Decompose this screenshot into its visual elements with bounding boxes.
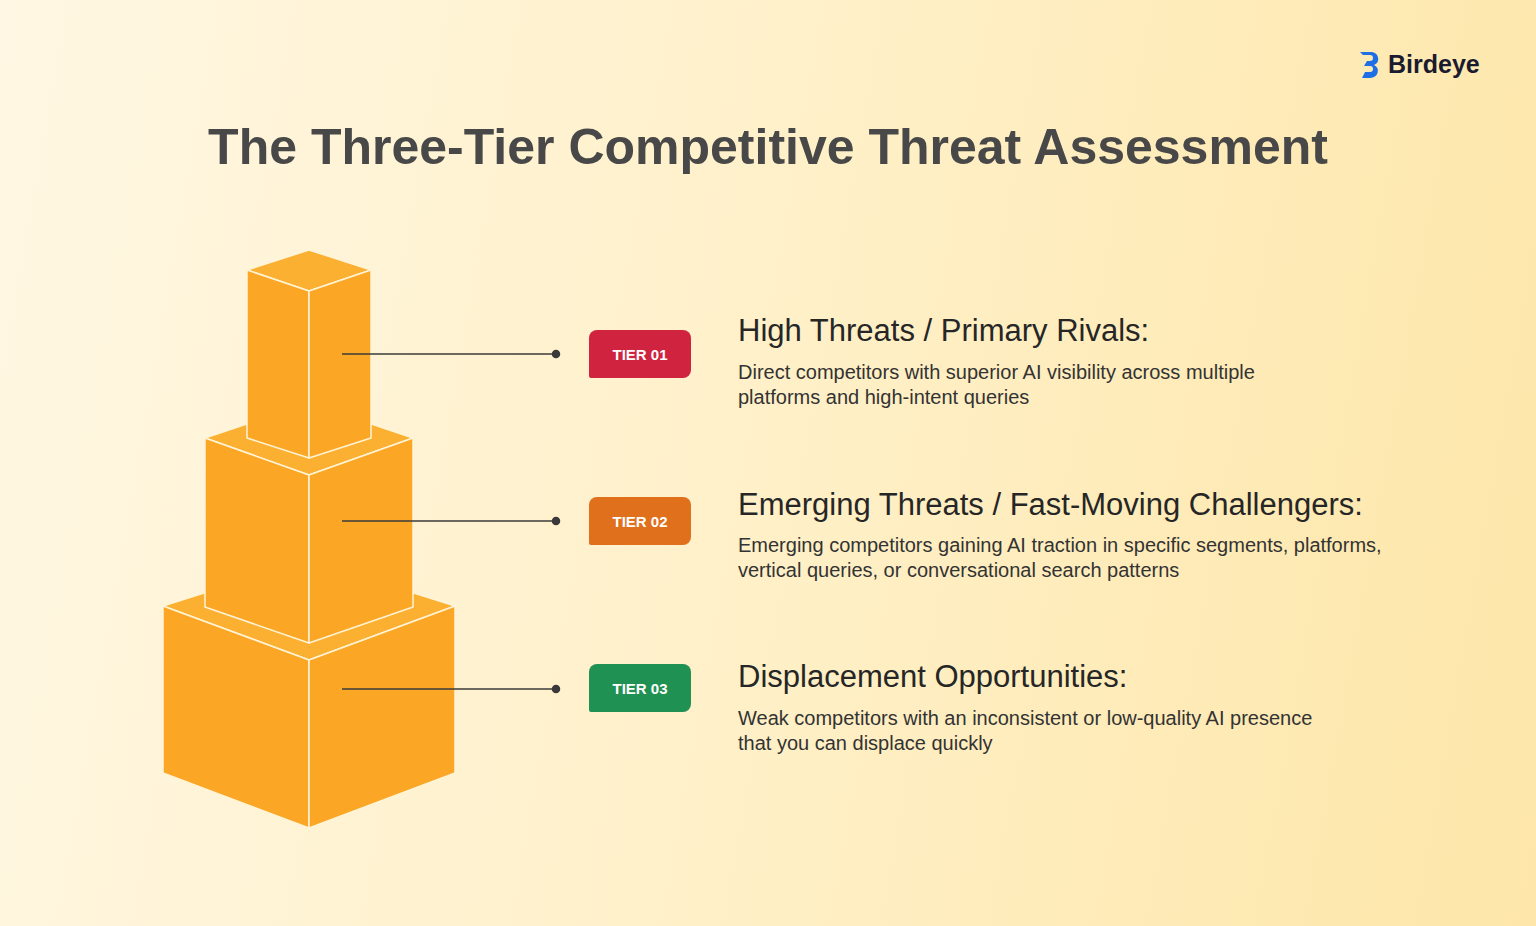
tier-description: Emerging competitors gaining AI traction… <box>738 533 1383 583</box>
tier-badge: TIER 01 <box>589 330 691 378</box>
tier-label: TIER 02 <box>612 513 667 530</box>
tier-description: Weak competitors with an inconsistent or… <box>738 706 1313 756</box>
tier-heading: Displacement Opportunities: <box>738 658 1498 697</box>
tier-label: TIER 03 <box>612 680 667 697</box>
tier-description: Direct competitors with superior AI visi… <box>738 360 1258 410</box>
tier-badge: TIER 02 <box>589 497 691 545</box>
diagram-title: The Three-Tier Competitive Threat Assess… <box>0 118 1536 176</box>
logo-text: Birdeye <box>1388 49 1518 80</box>
logo-icon <box>1360 52 1378 78</box>
tier-heading: Emerging Threats / Fast-Moving Challenge… <box>738 486 1518 525</box>
tier-label: TIER 01 <box>612 346 667 363</box>
tier-heading: High Threats / Primary Rivals: <box>738 312 1498 351</box>
tier-badge: TIER 03 <box>589 664 691 712</box>
